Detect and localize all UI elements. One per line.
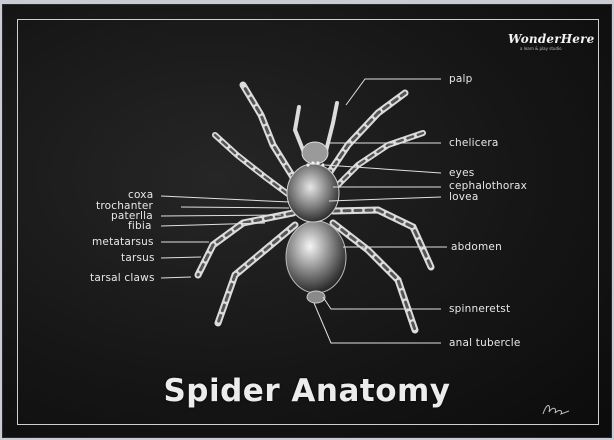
label-fibia: fibia bbox=[128, 220, 152, 232]
label-tarsal-claws: tarsal claws bbox=[90, 272, 155, 284]
leg-back-left bbox=[218, 225, 295, 323]
artist-signature bbox=[541, 400, 571, 418]
spinneret-shape bbox=[307, 291, 325, 303]
label-eyes: eyes bbox=[449, 167, 474, 179]
leg-back-right bbox=[333, 223, 415, 330]
abdomen-shape bbox=[286, 221, 346, 293]
leader-lovea bbox=[329, 197, 441, 201]
label-spinneretst: spinneretst bbox=[449, 303, 510, 315]
label-chelicera: chelicera bbox=[449, 137, 499, 149]
leader-eyes bbox=[325, 165, 441, 173]
label-anal-tubercle: anal tubercle bbox=[449, 337, 521, 349]
label-tarsus: tarsus bbox=[121, 252, 155, 264]
leader-tarsal-claws bbox=[161, 277, 191, 278]
leader-spinneretst bbox=[323, 297, 441, 309]
page-title: Spider Anatomy bbox=[3, 373, 611, 409]
palp-right bbox=[325, 103, 337, 155]
label-lovea: lovea bbox=[449, 191, 478, 203]
label-palp: palp bbox=[449, 73, 472, 85]
chelicera-shape bbox=[302, 142, 328, 164]
label-metatarsus: metatarsus bbox=[92, 236, 154, 248]
leader-tarsus bbox=[161, 257, 201, 258]
label-abdomen: abdomen bbox=[451, 241, 502, 253]
cephalothorax-shape bbox=[287, 164, 339, 222]
leg-second-right bbox=[328, 133, 423, 195]
leader-trochanter bbox=[181, 207, 289, 208]
leader-coxa bbox=[161, 196, 289, 202]
leg-front-right bbox=[321, 93, 405, 185]
chalkboard: WonderHere a learn & play studio bbox=[3, 5, 611, 437]
